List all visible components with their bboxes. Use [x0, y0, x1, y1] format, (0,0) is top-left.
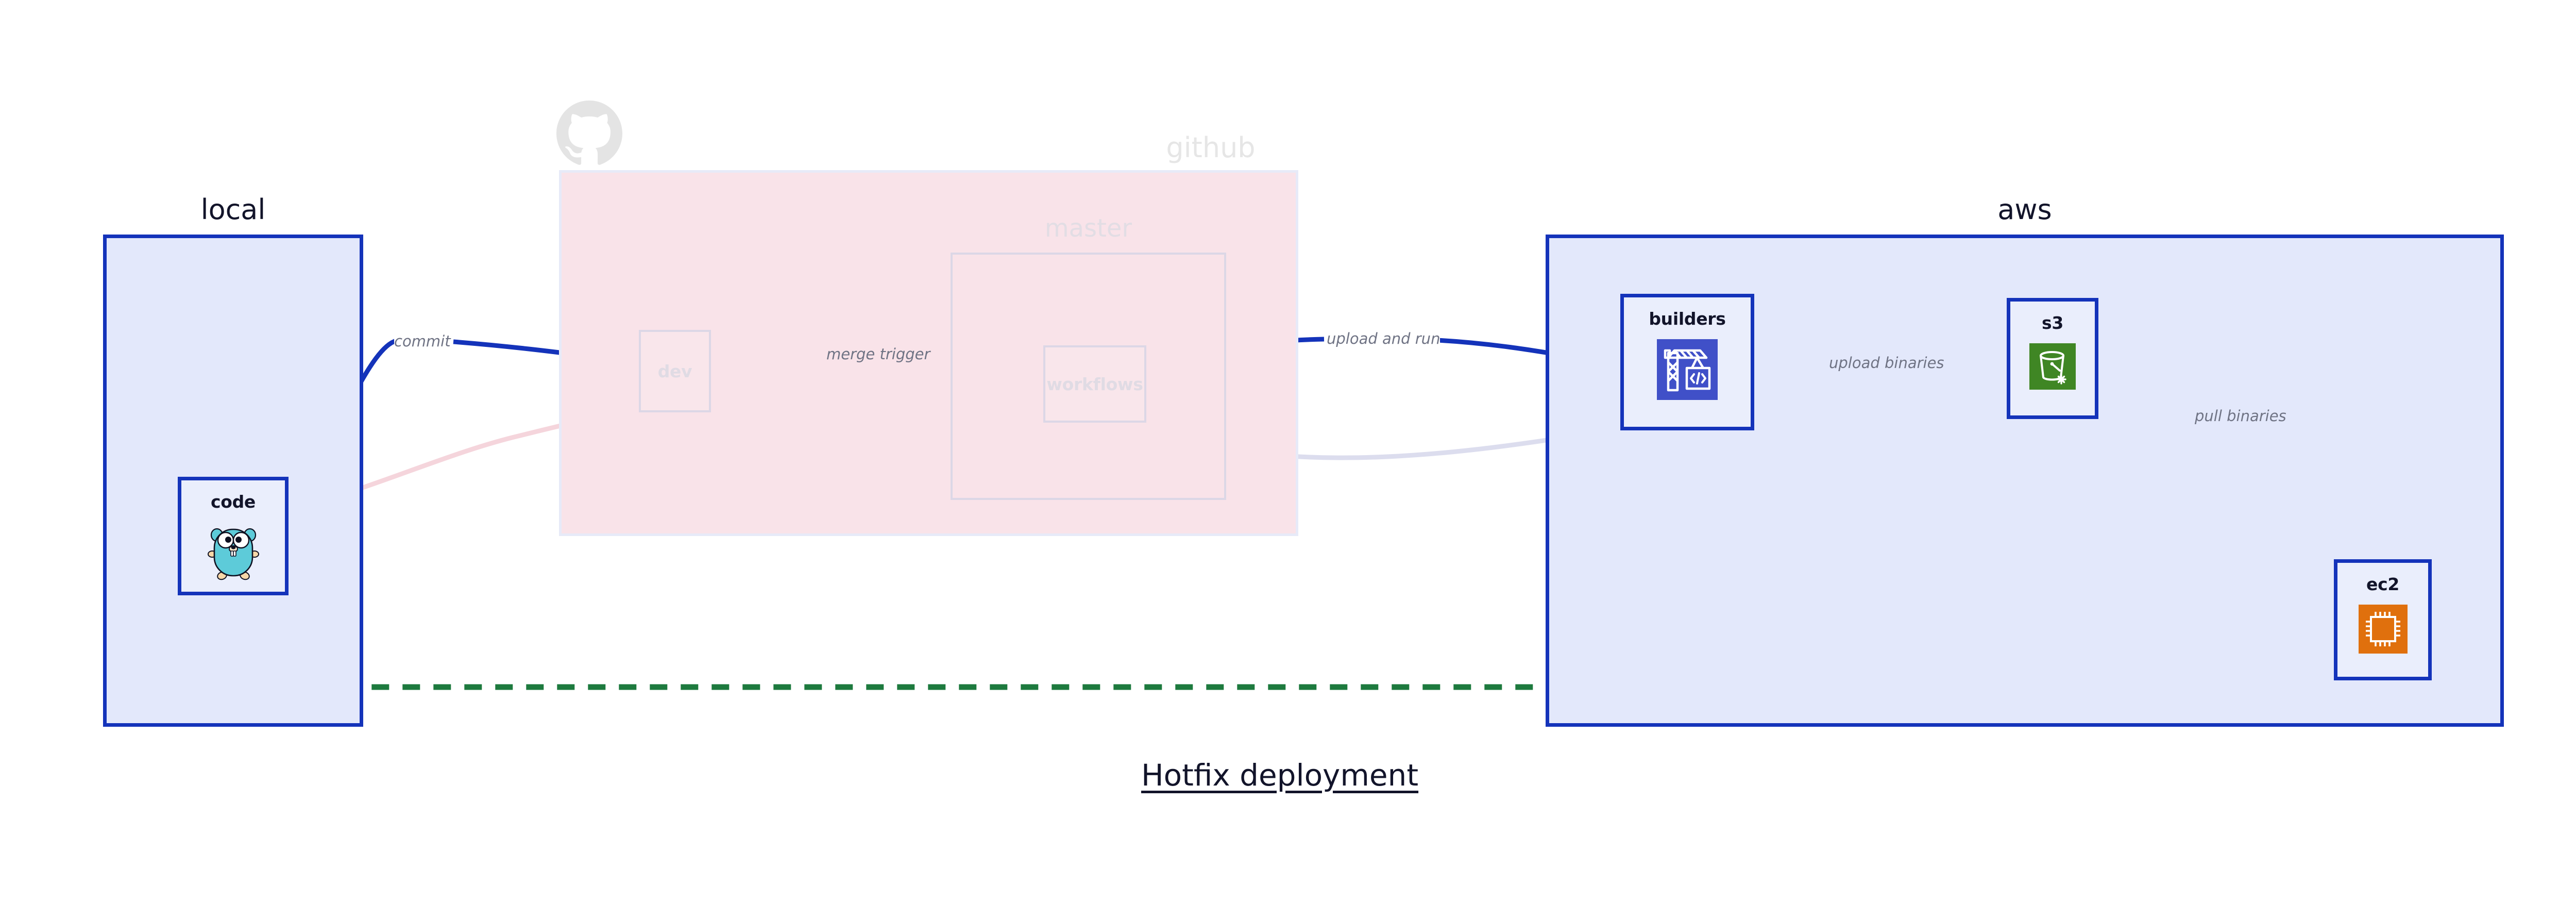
go-gopher-icon: [205, 522, 262, 583]
node-s3-label: s3: [2041, 313, 2063, 333]
node-ec2-label: ec2: [2366, 574, 2399, 594]
cpu-chip-icon: [2358, 605, 2408, 656]
diagram-title: Hotfix deployment: [1141, 758, 1419, 793]
node-s3[interactable]: s3: [2007, 298, 2098, 419]
crane-code-icon: [1657, 339, 1718, 402]
node-builders[interactable]: builders: [1620, 294, 1754, 430]
s3-bucket-icon: [2029, 343, 2076, 392]
node-builders-label: builders: [1649, 309, 1726, 329]
group-aws-title: aws: [1997, 193, 2052, 226]
node-dev-label: dev: [657, 361, 692, 381]
group-github-title: github: [1166, 131, 1256, 164]
edge-label-pull-binaries: pull binaries: [2195, 407, 2286, 425]
node-workflows-label: workflows: [1046, 374, 1143, 394]
node-workflows[interactable]: workflows: [1043, 345, 1146, 423]
subgroup-master[interactable]: [951, 253, 1226, 500]
node-code[interactable]: code: [178, 477, 289, 595]
edge-label-upload-and-run: upload and run: [1327, 330, 1440, 347]
node-code-label: code: [210, 492, 256, 512]
subgroup-master-title: master: [1044, 214, 1132, 243]
group-local-title: local: [200, 193, 266, 226]
edge-label-commit: commit: [394, 332, 451, 350]
edge-label-upload-binaries: upload binaries: [1829, 354, 1944, 372]
github-octocat-icon: [556, 101, 622, 169]
node-dev[interactable]: dev: [639, 330, 711, 412]
node-ec2[interactable]: ec2: [2334, 559, 2432, 680]
edge-label-merge-trigger: merge trigger: [826, 345, 930, 363]
